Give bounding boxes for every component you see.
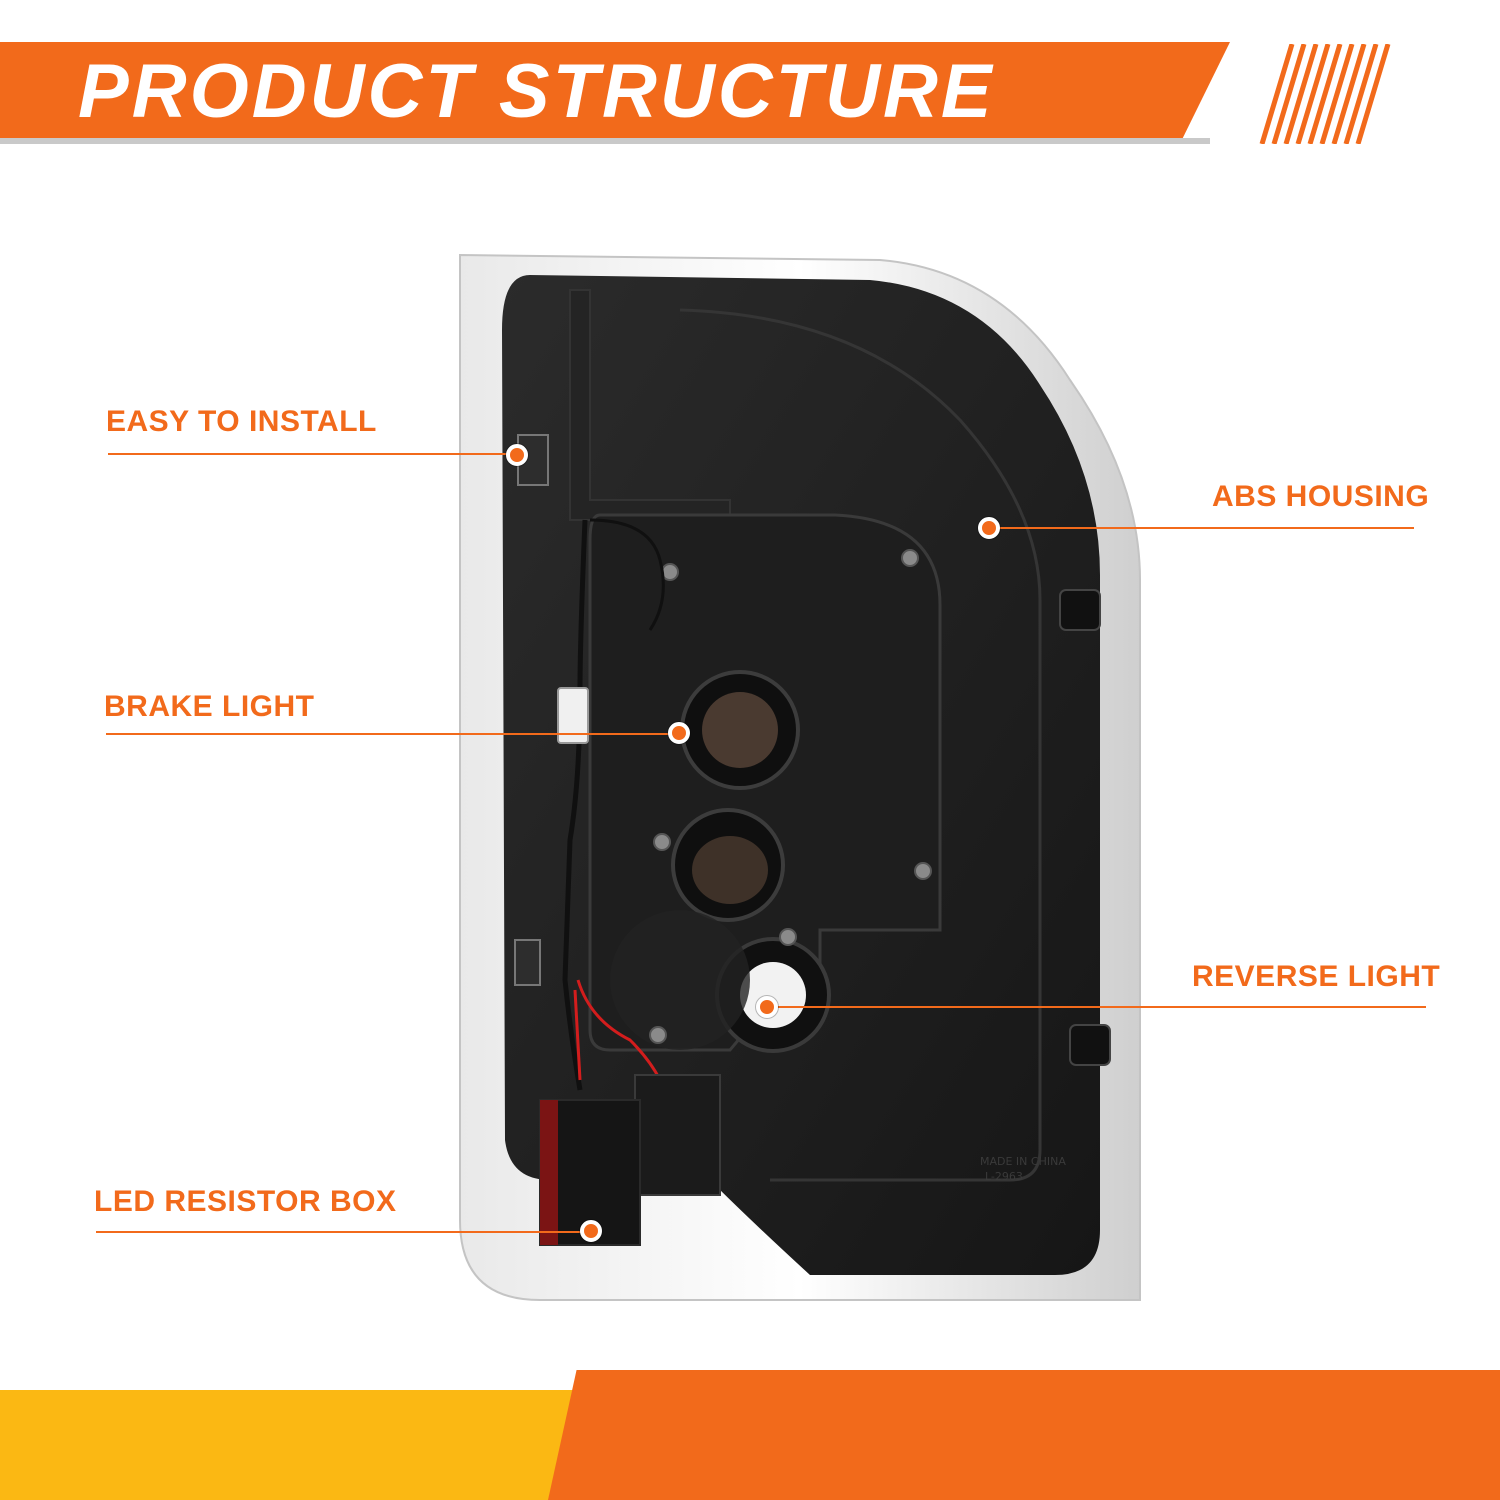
callout-easy-to-install-marker	[506, 444, 528, 466]
header-banner	[0, 42, 1230, 142]
callout-reverse-light-label: REVERSE LIGHT	[1192, 960, 1441, 993]
callout-abs-housing-marker	[978, 517, 1000, 539]
callout-brake-light-label: BRAKE LIGHT	[104, 690, 315, 723]
callout-easy-to-install-label: EASY TO INSTALL	[106, 405, 377, 438]
callout-led-resistor-box-label: LED RESISTOR BOX	[94, 1185, 397, 1218]
svg-text:MADE IN CHINA: MADE IN CHINA	[980, 1155, 1066, 1168]
callout-led-resistor-box-line	[96, 1231, 590, 1233]
callout-reverse-light-marker	[756, 996, 778, 1018]
header-stripes-decoration	[1259, 44, 1391, 144]
footer-yellow-band	[0, 1390, 640, 1500]
callout-easy-to-install-line	[108, 453, 516, 455]
tail-light-product-image: MADE IN CHINA L-2963	[459, 253, 1141, 1301]
callout-led-resistor-box-marker	[580, 1220, 602, 1242]
page-title: PRODUCT STRUCTURE	[78, 49, 995, 134]
svg-text:L-2963: L-2963	[985, 1170, 1023, 1183]
callout-reverse-light-line	[768, 1006, 1426, 1008]
footer-orange-band	[548, 1370, 1500, 1500]
callout-abs-housing-label: ABS HOUSING	[1212, 480, 1430, 513]
header-banner-shadow	[0, 138, 1210, 144]
callout-brake-light-marker	[668, 722, 690, 744]
callout-abs-housing-line	[990, 527, 1414, 529]
callout-brake-light-line	[106, 733, 680, 735]
